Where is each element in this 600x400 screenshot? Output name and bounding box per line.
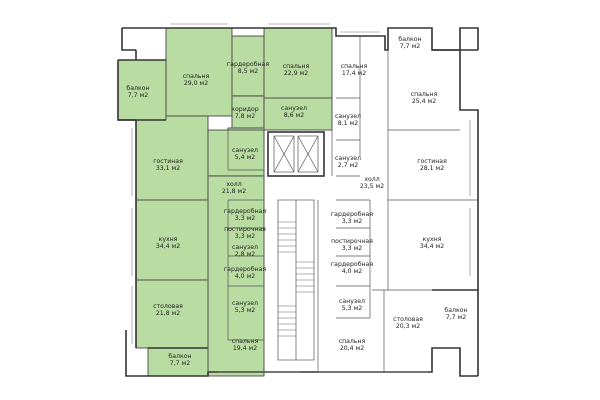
windows	[131, 23, 471, 373]
stair-core	[267, 131, 325, 361]
apartment-left-highlight	[117, 27, 333, 377]
outer-walls	[117, 27, 479, 377]
interior-walls	[136, 28, 478, 372]
